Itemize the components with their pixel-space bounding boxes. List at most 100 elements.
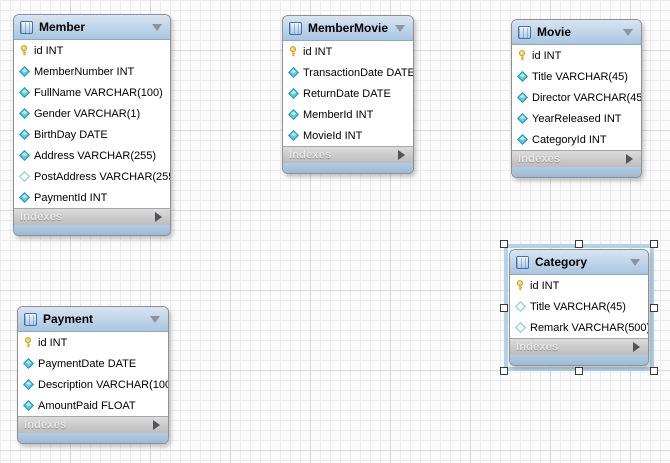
column-notnull-icon xyxy=(517,71,528,82)
column-label: YearReleased INT xyxy=(532,112,622,125)
column-row[interactable]: BirthDay DATE xyxy=(14,124,170,145)
indexes-section[interactable]: Indexes xyxy=(14,208,170,225)
column-notnull-icon xyxy=(517,113,528,124)
column-label: Title VARCHAR(45) xyxy=(530,300,626,313)
column-row[interactable]: PaymentId INT xyxy=(14,187,170,208)
selection-handle[interactable] xyxy=(500,240,508,248)
table-title: Movie xyxy=(537,25,572,39)
table-title: Payment xyxy=(43,312,94,326)
column-row[interactable]: id INT xyxy=(510,275,648,296)
column-label: PaymentDate DATE xyxy=(38,357,137,370)
column-label: ReturnDate DATE xyxy=(303,87,391,100)
column-row[interactable]: TransactionDate DATE xyxy=(283,62,413,83)
column-notnull-icon xyxy=(19,129,30,140)
column-row[interactable]: Remark VARCHAR(500) xyxy=(510,317,648,338)
primary-key-icon xyxy=(517,50,528,61)
collapse-arrow-icon[interactable] xyxy=(150,315,160,323)
column-row[interactable]: Gender VARCHAR(1) xyxy=(14,103,170,124)
column-label: Title VARCHAR(45) xyxy=(532,70,628,83)
column-label: Description VARCHAR(100) xyxy=(38,378,169,391)
column-notnull-icon xyxy=(288,109,299,120)
column-label: id INT xyxy=(532,49,562,62)
column-row[interactable]: PaymentDate DATE xyxy=(18,353,168,374)
table-header[interactable]: Payment xyxy=(18,307,168,332)
column-row[interactable]: Address VARCHAR(255) xyxy=(14,145,170,166)
selection-handle[interactable] xyxy=(575,240,583,248)
column-row[interactable]: FullName VARCHAR(100) xyxy=(14,82,170,103)
table-movie[interactable]: Movie id INT Title VARCHAR(45) Director VA… xyxy=(511,19,642,178)
selection-handle[interactable] xyxy=(650,304,658,312)
selection-handle[interactable] xyxy=(575,367,583,375)
table-header[interactable]: Category xyxy=(510,250,648,275)
expand-arrow-icon[interactable] xyxy=(155,212,162,222)
column-label: Gender VARCHAR(1) xyxy=(34,107,141,120)
table-category[interactable]: Category id INT Title VARCHAR(45) Remark V… xyxy=(509,249,649,366)
column-row[interactable]: Description VARCHAR(100) xyxy=(18,374,168,395)
table-bottom-bar xyxy=(18,433,168,443)
column-row[interactable]: MemberNumber INT xyxy=(14,61,170,82)
column-row[interactable]: ReturnDate DATE xyxy=(283,83,413,104)
indexes-label: Indexes xyxy=(516,341,559,353)
column-row[interactable]: MovieId INT xyxy=(283,125,413,146)
column-row[interactable]: MemberId INT xyxy=(283,104,413,125)
column-notnull-icon xyxy=(288,67,299,78)
column-row[interactable]: id INT xyxy=(283,41,413,62)
indexes-section[interactable]: Indexes xyxy=(510,338,648,355)
column-label: BirthDay DATE xyxy=(34,128,108,141)
column-row[interactable]: id INT xyxy=(512,45,641,66)
selection-handle[interactable] xyxy=(650,367,658,375)
table-header[interactable]: MemberMovie xyxy=(283,16,413,41)
column-notnull-icon xyxy=(517,134,528,145)
collapse-arrow-icon[interactable] xyxy=(630,258,640,266)
column-label: Address VARCHAR(255) xyxy=(34,149,157,162)
columns-list: id INT Title VARCHAR(45) Remark VARCHAR(50… xyxy=(510,275,648,338)
selection-handle[interactable] xyxy=(650,240,658,248)
column-label: AmountPaid FLOAT xyxy=(38,399,136,412)
primary-key-icon xyxy=(23,337,34,348)
table-header[interactable]: Member xyxy=(14,15,170,40)
expand-arrow-icon[interactable] xyxy=(633,342,640,352)
column-row[interactable]: PostAddress VARCHAR(255) xyxy=(14,166,170,187)
column-row[interactable]: AmountPaid FLOAT xyxy=(18,395,168,416)
collapse-arrow-icon[interactable] xyxy=(152,23,162,31)
indexes-label: Indexes xyxy=(289,149,332,161)
column-notnull-icon xyxy=(19,150,30,161)
column-notnull-icon xyxy=(288,130,299,141)
table-title: MemberMovie xyxy=(308,21,389,35)
collapse-arrow-icon[interactable] xyxy=(623,28,633,36)
table-membermovie[interactable]: MemberMovie id INT TransactionDate DATE Re… xyxy=(282,15,414,174)
column-notnull-icon xyxy=(19,87,30,98)
column-nullable-icon xyxy=(515,301,526,312)
primary-key-icon xyxy=(288,46,299,57)
column-label: id INT xyxy=(303,45,333,58)
indexes-section[interactable]: Indexes xyxy=(283,146,413,163)
column-notnull-icon xyxy=(19,192,30,203)
column-row[interactable]: YearReleased INT xyxy=(512,108,641,129)
selection-handle[interactable] xyxy=(500,304,508,312)
column-row[interactable]: id INT xyxy=(18,332,168,353)
expand-arrow-icon[interactable] xyxy=(153,420,160,430)
column-label: Director VARCHAR(45) xyxy=(532,91,642,104)
table-icon xyxy=(24,312,37,326)
column-row[interactable]: Director VARCHAR(45) xyxy=(512,87,641,108)
column-row[interactable]: Title VARCHAR(45) xyxy=(512,66,641,87)
expand-arrow-icon[interactable] xyxy=(626,154,633,164)
table-header[interactable]: Movie xyxy=(512,20,641,45)
indexes-section[interactable]: Indexes xyxy=(18,416,168,433)
table-payment[interactable]: Payment id INT PaymentDate DATE Descriptio… xyxy=(17,306,169,444)
expand-arrow-icon[interactable] xyxy=(398,150,405,160)
indexes-label: Indexes xyxy=(518,153,561,165)
column-label: TransactionDate DATE xyxy=(303,66,414,79)
indexes-section[interactable]: Indexes xyxy=(512,150,641,167)
column-row[interactable]: id INT xyxy=(14,40,170,61)
column-row[interactable]: CategoryId INT xyxy=(512,129,641,150)
selection-handle[interactable] xyxy=(500,367,508,375)
collapse-arrow-icon[interactable] xyxy=(395,24,405,32)
primary-key-icon xyxy=(19,45,30,56)
column-row[interactable]: Title VARCHAR(45) xyxy=(510,296,648,317)
columns-list: id INT Title VARCHAR(45) Director VARCHAR(… xyxy=(512,45,641,150)
column-label: MemberId INT xyxy=(303,108,374,121)
